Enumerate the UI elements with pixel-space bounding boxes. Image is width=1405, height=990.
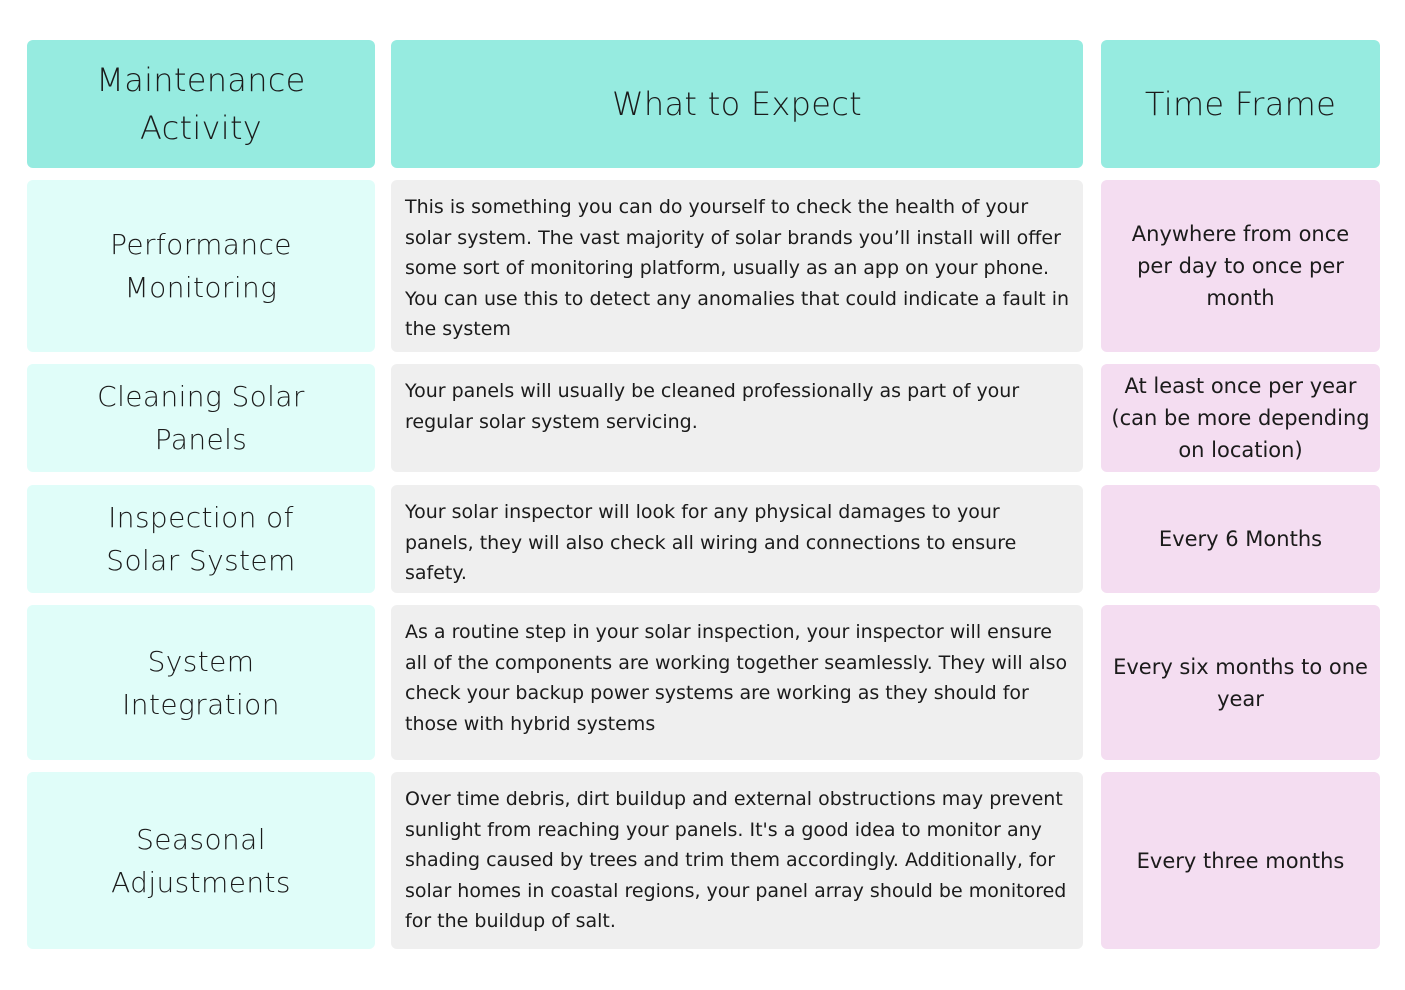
description-text: As a routine step in your solar inspecti… — [405, 621, 1068, 735]
table-row-activity: Cleaning Solar Panels — [27, 364, 375, 472]
activity-label: Inspection of Solar System — [106, 501, 296, 577]
activity-label: System Integration — [122, 644, 280, 721]
header-maintenance-activity-label: Maintenance Activity — [96, 61, 306, 147]
header-time-frame: Time Frame — [1101, 40, 1380, 168]
activity-label: Performance Monitoring — [110, 228, 292, 304]
table-row-description: Your solar inspector will look for any p… — [391, 485, 1083, 593]
description-text: Your panels will usually be cleaned prof… — [405, 380, 1020, 433]
table-row-description: As a routine step in your solar inspecti… — [391, 605, 1083, 760]
header-what-to-expect: What to Expect — [391, 40, 1083, 168]
table-row-activity: System Integration — [27, 605, 375, 760]
time-frame-text: Every six months to one year — [1113, 654, 1368, 711]
table-row-time-frame: Every 6 Months — [1101, 485, 1380, 593]
header-time-frame-label: Time Frame — [1144, 85, 1337, 123]
time-frame-text: Every three months — [1136, 848, 1345, 873]
time-frame-text: Anywhere from once per day to once per m… — [1131, 222, 1350, 310]
table-row-description: Over time debris, dirt buildup and exter… — [391, 772, 1083, 949]
time-frame-text: Every 6 Months — [1158, 527, 1323, 551]
table-row-activity: Seasonal Adjustments — [27, 772, 375, 949]
table-row-activity: Performance Monitoring — [27, 180, 375, 352]
table-row-time-frame: Anywhere from once per day to once per m… — [1101, 180, 1380, 352]
description-text: This is something you can do yourself to… — [405, 196, 1070, 340]
header-what-to-expect-label: What to Expect — [611, 85, 863, 123]
table-row-activity: Inspection of Solar System — [27, 485, 375, 593]
description-text: Over time debris, dirt buildup and exter… — [405, 788, 1067, 932]
activity-label: Cleaning Solar Panels — [97, 380, 305, 456]
table-row-description: Your panels will usually be cleaned prof… — [391, 364, 1083, 472]
time-frame-text: At least once per year (can be more depe… — [1111, 374, 1370, 462]
table-row-description: This is something you can do yourself to… — [391, 180, 1083, 352]
activity-label: Seasonal Adjustments — [111, 822, 291, 899]
table-row-time-frame: Every six months to one year — [1101, 605, 1380, 760]
header-maintenance-activity: Maintenance Activity — [27, 40, 375, 168]
table-row-time-frame: At least once per year (can be more depe… — [1101, 364, 1380, 472]
description-text: Your solar inspector will look for any p… — [405, 501, 1017, 584]
table-row-time-frame: Every three months — [1101, 772, 1380, 949]
